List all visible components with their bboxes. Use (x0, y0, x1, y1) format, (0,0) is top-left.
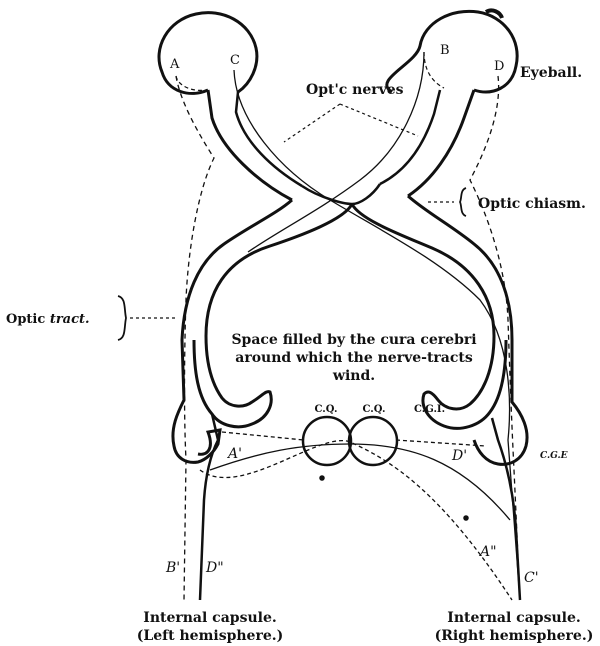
point-a-double: A" (478, 544, 497, 560)
right-capsule-line1: Internal capsule. (447, 610, 580, 626)
left-capsule-line2: (Left hemisphere.) (137, 628, 284, 644)
cq-left-label: C.Q. (315, 404, 338, 415)
optic-tract-label-part1: Optic (6, 312, 50, 327)
right-eyeball (387, 10, 517, 92)
cge-label: C.G.E (540, 451, 568, 461)
point-b-prime: B' (165, 560, 180, 576)
corpora-quadrigemina (303, 417, 468, 520)
optic-nerves-label: Opt'c nerves (306, 82, 404, 98)
cq-right-label: C.Q. (363, 404, 386, 415)
space-caption-line2: around which the nerve-tracts (235, 350, 473, 366)
optic-tract-label: Optic tract. (6, 312, 90, 327)
point-d: D (494, 59, 504, 74)
point-d-prime: D' (451, 448, 467, 464)
point-c-prime: C' (524, 570, 539, 586)
eyeball-label: Eyeball. (520, 65, 582, 81)
space-caption-line1: Space filled by the cura cerebri (231, 332, 476, 348)
point-letters: A C B D A' D' B' D" A" C' (165, 43, 539, 586)
optic-tract-label-part2: tract. (50, 312, 90, 327)
point-b: B (440, 43, 450, 58)
right-capsule-line2: (Right hemisphere.) (435, 628, 594, 644)
point-a: A (169, 57, 180, 72)
left-capsule-line1: Internal capsule. (143, 610, 276, 626)
point-c: C (230, 53, 240, 68)
point-d-double: D" (205, 560, 224, 576)
point-a-prime: A' (226, 446, 242, 462)
braces (118, 188, 466, 340)
space-caption-line3: wind. (332, 368, 375, 384)
left-eyeball (159, 13, 257, 94)
cgi-label: C.G.I. (414, 404, 445, 415)
leader-lines (130, 104, 454, 318)
optic-chiasm-label: Optic chiasm. (478, 196, 586, 212)
